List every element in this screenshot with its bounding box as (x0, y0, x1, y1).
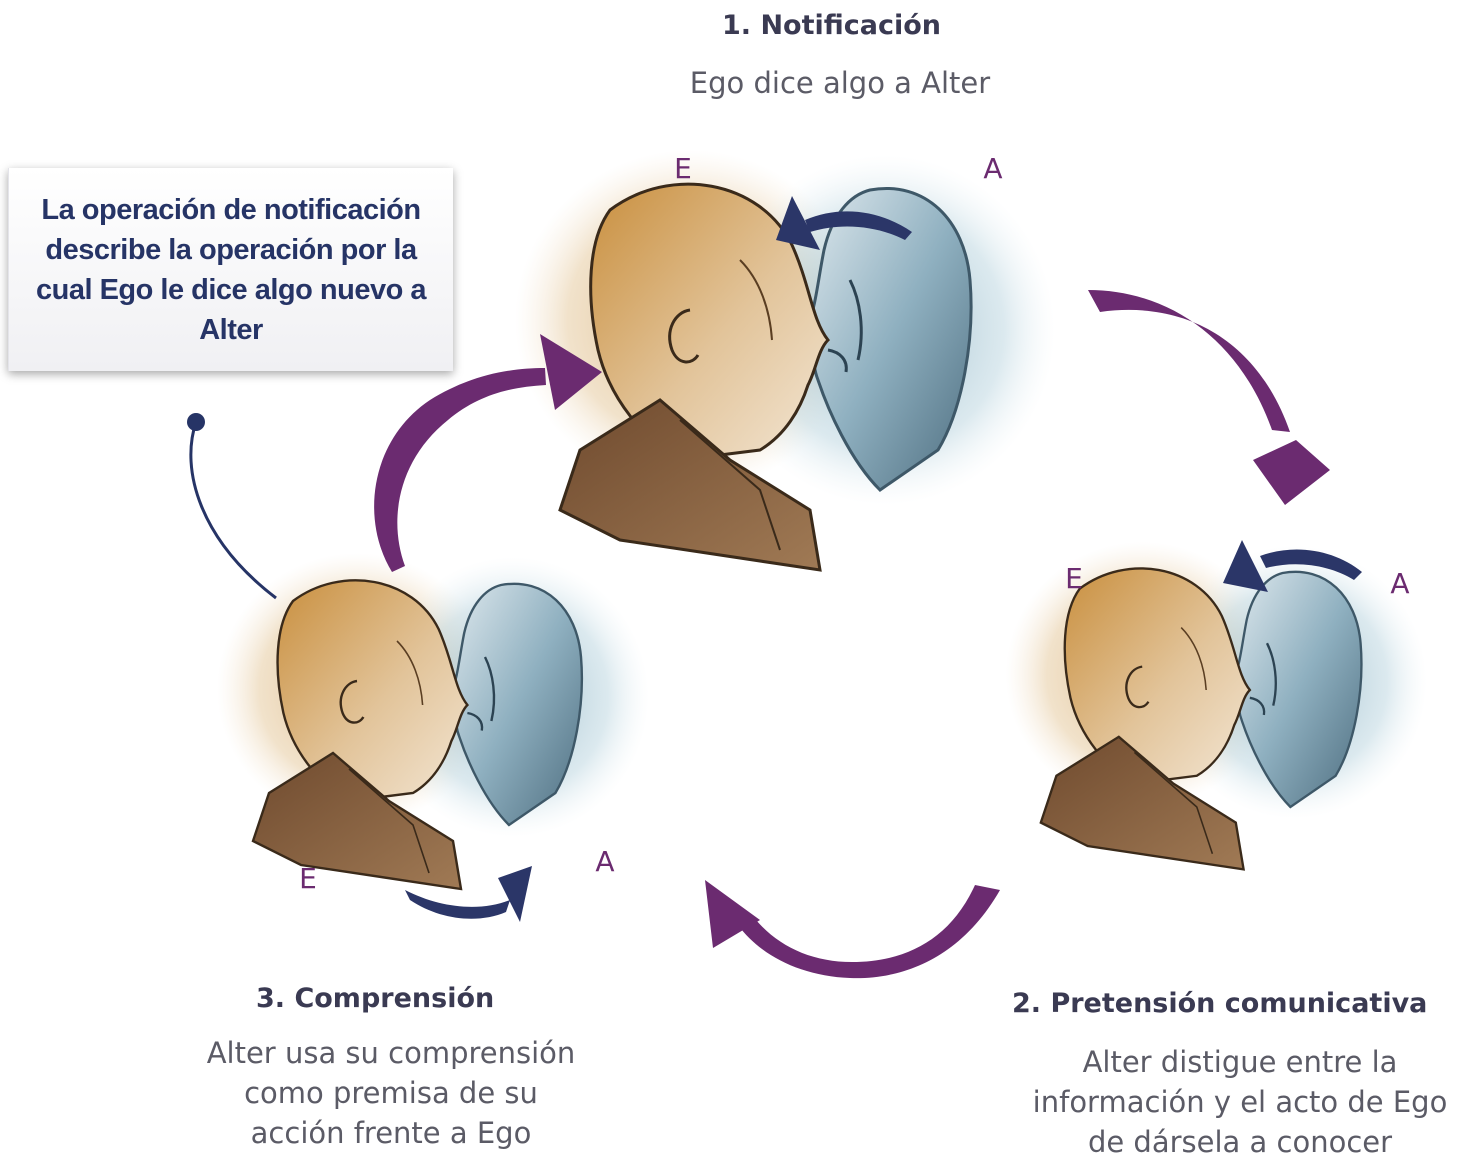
label-alter-notificacion: A (983, 152, 1003, 185)
label-ego-comprension: E (299, 862, 317, 895)
callout-text: La operación de notificación describe la… (36, 193, 427, 346)
callout-pointer (189, 421, 277, 600)
step-3-line-3: acción frente a Ego (250, 1116, 532, 1150)
arrow-comprension-to-notificacion (374, 334, 602, 572)
arrow-alter-to-ego-top (776, 196, 912, 250)
label-ego-notificacion: E (674, 152, 692, 185)
step-2-line-1: Alter distigue entre la (1082, 1045, 1398, 1079)
step-2-line-3: de dársela a conocer (1087, 1125, 1393, 1159)
exchange-arrows (187, 196, 1362, 922)
label-alter-pretension: A (1390, 567, 1410, 600)
step-1-description: Ego dice algo a Alter (689, 66, 991, 100)
step-2-line-2: información y el acto de Ego (1032, 1085, 1448, 1119)
callout-pointer-dot (187, 413, 205, 431)
step-2-description: Alter distigue entre la información y el… (1010, 1042, 1457, 1162)
step-3-line-2: como premisa de su (244, 1076, 538, 1110)
arrow-pretension-to-comprension (705, 880, 1000, 979)
step-1-title: 1. Notificación (722, 10, 942, 41)
callout-box: La operación de notificación describe la… (8, 168, 453, 371)
step-3-title: 3. Comprensión (256, 983, 495, 1014)
step-2-title: 2. Pretensión comunicativa (1012, 988, 1428, 1019)
figure-notificacion (513, 148, 1057, 572)
label-ego-pretension: E (1065, 562, 1083, 595)
cycle-arrows (374, 290, 1330, 979)
arrow-alter-to-ego-right (1223, 540, 1362, 592)
step-3-line-1: Alter usa su comprensión (206, 1036, 576, 1070)
label-alter-comprension: A (595, 845, 615, 878)
arrow-notificacion-to-pretension (1088, 290, 1330, 505)
arrow-ego-to-alter-bottom (405, 866, 532, 922)
step-3-description: Alter usa su comprensión como premisa de… (181, 1033, 601, 1153)
figure-comprension (215, 551, 651, 891)
